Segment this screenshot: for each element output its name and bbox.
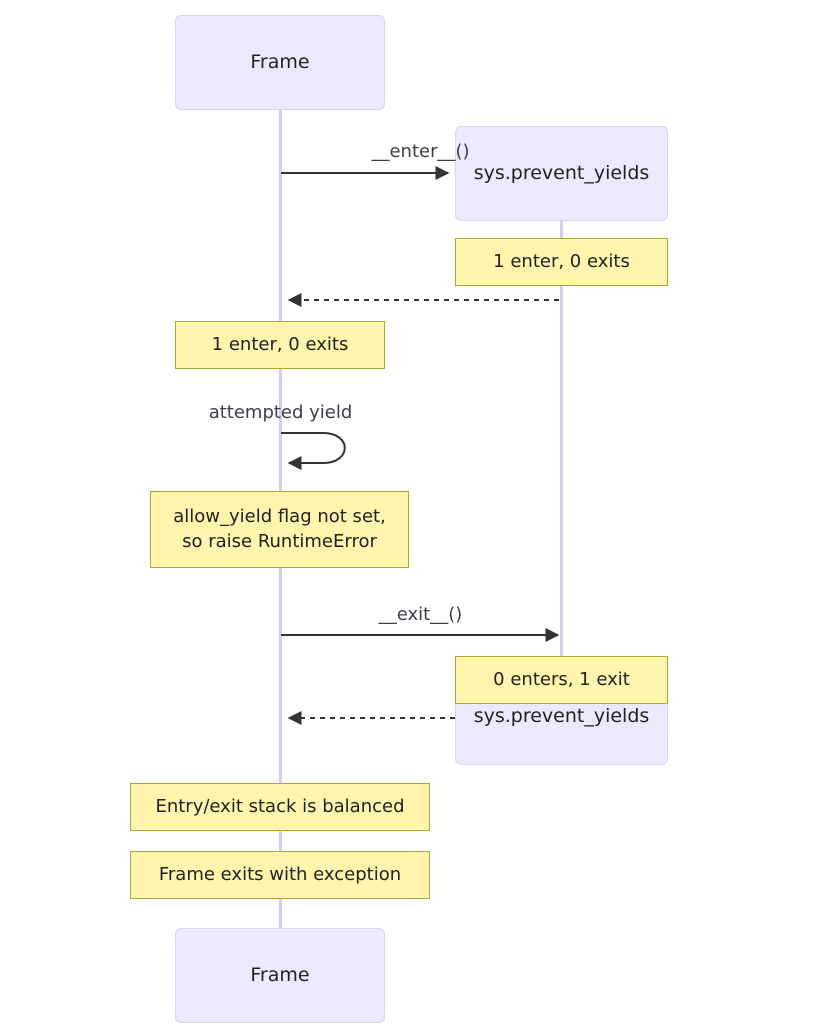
actor-label-prevent-yields-bottom: sys.prevent_yields <box>473 705 650 727</box>
actor-box-prevent-yields-top[interactable]: sys.prevent_yields <box>455 126 668 221</box>
note-text: Entry/exit stack is balanced <box>155 795 405 817</box>
note-runtime-error: allow_yield flag not set, so raise Runti… <box>150 491 409 568</box>
note-text: Frame exits with exception <box>158 863 402 885</box>
note-text: allow_yield flag not set, so raise Runti… <box>173 506 386 552</box>
note-frame-exception: Frame exits with exception <box>130 851 430 899</box>
arrow-attempted-yield <box>281 432 346 470</box>
note-left-enter-count: 1 enter, 0 exits <box>175 321 385 369</box>
message-label-exit-call: __exit__() <box>280 606 561 624</box>
message-label-text: __enter__() <box>371 141 470 162</box>
note-text: 1 enter, 0 exits <box>493 250 630 272</box>
message-label-text: __exit__() <box>378 604 463 625</box>
note-stack-balanced: Entry/exit stack is balanced <box>130 783 430 831</box>
actor-box-frame-top[interactable]: Frame <box>175 15 385 110</box>
actor-label-frame-top: Frame <box>250 51 310 74</box>
actor-label-prevent-yields-top: sys.prevent_yields <box>473 162 650 185</box>
note-text: 1 enter, 0 exits <box>211 333 349 355</box>
actor-box-frame-bottom[interactable]: Frame <box>175 928 385 1023</box>
note-right-enter-count: 1 enter, 0 exits <box>455 238 668 286</box>
note-text: 0 enters, 1 exit <box>493 668 630 690</box>
message-label-text: attempted yield <box>208 402 353 423</box>
note-right-exit-count: 0 enters, 1 exit <box>455 656 668 704</box>
message-label-attempted-yield: attempted yield <box>178 404 383 422</box>
lifeline-prevent-yields <box>560 219 563 659</box>
message-label-enter-call: __enter__() <box>280 143 561 161</box>
actor-label-frame-bottom: Frame <box>250 964 310 987</box>
